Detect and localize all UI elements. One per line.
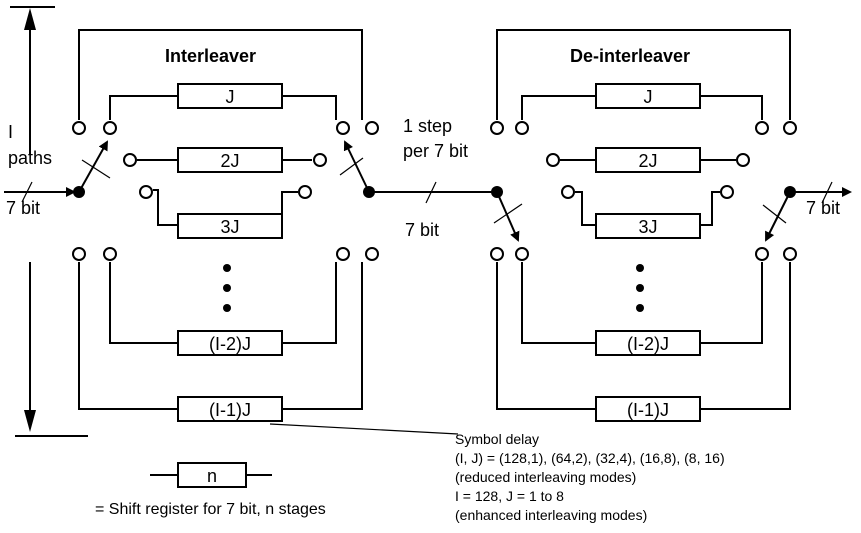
vertical-span-arrow [10, 6, 88, 437]
note-line-1: Symbol delay [455, 431, 539, 447]
link-bits-label: 7 bit [405, 220, 439, 240]
delay-box-3j [177, 213, 283, 239]
note-leader-line [269, 423, 459, 435]
step-label-1: 1 step [403, 116, 452, 136]
branch-direct [78, 29, 363, 120]
delay-label-2j: 2J [220, 151, 239, 171]
delay-label-i1j: (I-1)J [209, 400, 251, 420]
delay-box-i2j [177, 330, 283, 356]
delay-box-2j [177, 147, 283, 173]
interleaver-title: Interleaver [165, 46, 256, 66]
dl-delay-label-2j: 2J [638, 151, 657, 171]
note-line-4: I = 128, J = 1 to 8 [455, 488, 564, 504]
delay-box-i1j [177, 396, 283, 422]
dl-delay-label-j: J [644, 87, 653, 107]
note-line-3: (reduced interleaving modes) [455, 469, 636, 485]
deinterleaver-block: De-interleaver J 2J 3J (I-2)J (I-1)J [490, 29, 852, 422]
channel-link: 1 step per 7 bit 7 bit [369, 116, 497, 240]
deinterleaver-title: De-interleaver [570, 46, 690, 66]
delay-label-j: J [226, 87, 235, 107]
legend: n = Shift register for 7 bit, n stages [95, 462, 326, 518]
legend-text: = Shift register for 7 bit, n stages [95, 501, 326, 518]
paths-i-label: I [8, 122, 13, 142]
output-commutator-arm [343, 140, 370, 193]
dl-delay-label-3j: 3J [638, 217, 657, 237]
paths-label: paths [8, 148, 52, 168]
delay-box-j [177, 83, 283, 109]
legend-box [177, 462, 247, 488]
output-bits-label: 7 bit [806, 198, 840, 218]
dl-delay-label-i2j: (I-2)J [627, 334, 669, 354]
legend-box-label: n [207, 466, 217, 486]
step-label-2: per 7 bit [403, 141, 468, 161]
note-line-2: (I, J) = (128,1), (64,2), (32,4), (16,8)… [455, 450, 725, 466]
note-line-5: (enhanced interleaving modes) [455, 507, 647, 523]
delay-label-3j: 3J [220, 217, 239, 237]
delay-label-i2j: (I-2)J [209, 334, 251, 354]
dl-delay-label-last: (I-1)J [627, 400, 669, 420]
interleaver-block: Interleaver J 2J 3J (I-2)J (I-1)J [4, 29, 379, 422]
input-bits-label: 7 bit [6, 198, 40, 218]
